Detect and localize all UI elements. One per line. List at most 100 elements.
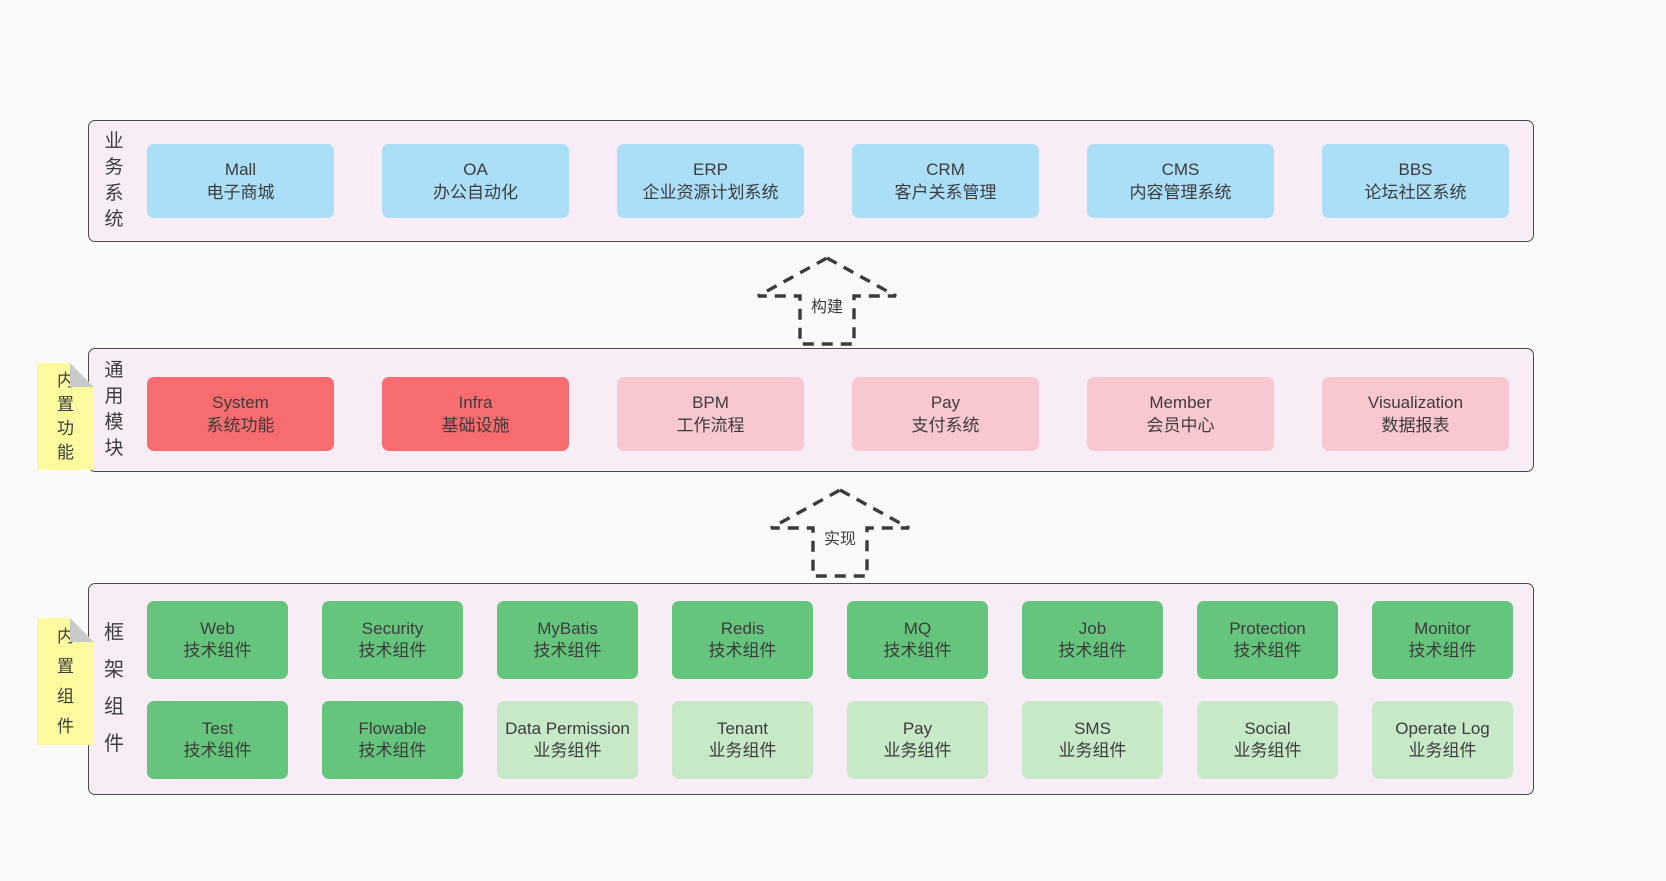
box-subtitle: 技术组件	[708, 641, 777, 660]
box-title: Visualization	[1367, 393, 1464, 412]
box-operate-log: Operate Log 业务组件	[1372, 701, 1513, 779]
builtin-functions-sticky: 内置功能	[37, 363, 94, 470]
box-title: Job	[1078, 619, 1107, 638]
box-pay-module: Pay 支付系统	[852, 377, 1039, 451]
box-subtitle: 会员中心	[1146, 416, 1215, 435]
box-subtitle: 客户关系管理	[894, 183, 997, 202]
box-sms: SMS 业务组件	[1022, 701, 1163, 779]
box-title: BBS	[1398, 160, 1433, 179]
common-modules-container: 通用模块 System 系统功能 Infra 基础设施 BPM 工作流程 Pay…	[88, 348, 1534, 472]
framework-components-container: 框架组件 Web 技术组件 Security 技术组件 MyBatis 技术组件…	[88, 583, 1534, 795]
box-mybatis: MyBatis 技术组件	[497, 601, 638, 679]
box-subtitle: 技术组件	[533, 641, 602, 660]
dashed-up-arrow-icon	[757, 256, 897, 346]
box-protection: Protection 技术组件	[1197, 601, 1338, 679]
box-title: Redis	[720, 619, 765, 638]
box-visualization: Visualization 数据报表	[1322, 377, 1509, 451]
box-mq: MQ 技术组件	[847, 601, 988, 679]
box-crm: CRM 客户关系管理	[852, 144, 1039, 218]
box-subtitle: 业务组件	[708, 741, 777, 760]
build-arrow-label: 构建	[805, 291, 849, 319]
framework-row-2: Test 技术组件 Flowable 技术组件 Data Permission …	[147, 701, 1513, 779]
box-subtitle: 技术组件	[1058, 641, 1127, 660]
box-subtitle: 技术组件	[883, 641, 952, 660]
build-arrow: 构建	[757, 255, 897, 347]
box-title: Mall	[224, 160, 257, 179]
box-title: Pay	[930, 393, 961, 412]
box-subtitle: 技术组件	[358, 741, 427, 760]
box-title: Operate Log	[1395, 719, 1490, 738]
implement-arrow-label: 实现	[818, 523, 862, 551]
box-title: BPM	[692, 393, 729, 412]
box-title: Member	[1149, 393, 1212, 412]
box-title: Tenant	[716, 719, 769, 738]
box-subtitle: 技术组件	[183, 741, 252, 760]
box-subtitle: 支付系统	[911, 416, 980, 435]
box-security: Security 技术组件	[322, 601, 463, 679]
box-title: CMS	[1161, 160, 1200, 179]
box-web: Web 技术组件	[147, 601, 288, 679]
box-subtitle: 基础设施	[441, 416, 510, 435]
box-title: MQ	[903, 619, 932, 638]
box-oa: OA 办公自动化	[382, 144, 569, 218]
box-subtitle: 业务组件	[533, 741, 602, 760]
box-erp: ERP 企业资源计划系统	[617, 144, 804, 218]
box-title: Test	[201, 719, 234, 738]
box-subtitle: 技术组件	[183, 641, 252, 660]
box-subtitle: 工作流程	[676, 416, 745, 435]
box-title: System	[212, 393, 269, 412]
box-cms: CMS 内容管理系统	[1087, 144, 1274, 218]
box-subtitle: 业务组件	[1058, 741, 1127, 760]
builtin-components-sticky: 内置组件	[37, 618, 94, 745]
box-subtitle: 办公自动化	[433, 183, 518, 202]
framework-row-1: Web 技术组件 Security 技术组件 MyBatis 技术组件 Redi…	[147, 601, 1513, 679]
box-title: OA	[463, 160, 488, 179]
box-redis: Redis 技术组件	[672, 601, 813, 679]
box-title: SMS	[1074, 719, 1111, 738]
box-subtitle: 企业资源计划系统	[642, 183, 779, 202]
box-title: Social	[1244, 719, 1291, 738]
box-member: Member 会员中心	[1087, 377, 1274, 451]
box-subtitle: 业务组件	[883, 741, 952, 760]
box-title: Protection	[1229, 619, 1306, 638]
box-subtitle: 论坛社区系统	[1364, 183, 1467, 202]
framework-components-label: 框架组件	[104, 622, 124, 755]
business-systems-row: Mall 电子商城 OA 办公自动化 ERP 企业资源计划系统 CRM 客户关系…	[147, 144, 1509, 218]
box-title: Security	[361, 619, 424, 638]
box-subtitle: 技术组件	[1408, 641, 1477, 660]
box-subtitle: 内容管理系统	[1129, 183, 1232, 202]
box-bbs: BBS 论坛社区系统	[1322, 144, 1509, 218]
box-test: Test 技术组件	[147, 701, 288, 779]
box-subtitle: 业务组件	[1233, 741, 1302, 760]
box-title: ERP	[693, 160, 728, 179]
box-pay-component: Pay 业务组件	[847, 701, 988, 779]
business-systems-container: 业务系统 Mall 电子商城 OA 办公自动化 ERP 企业资源计划系统 CRM…	[88, 120, 1534, 242]
box-infra: Infra 基础设施	[382, 377, 569, 451]
box-subtitle: 技术组件	[358, 641, 427, 660]
box-title: MyBatis	[537, 619, 598, 638]
box-bpm: BPM 工作流程	[617, 377, 804, 451]
box-title: Monitor	[1414, 619, 1471, 638]
box-subtitle: 业务组件	[1408, 741, 1477, 760]
box-title: Data Permission	[505, 719, 630, 738]
box-tenant: Tenant 业务组件	[672, 701, 813, 779]
box-subtitle: 系统功能	[206, 416, 275, 435]
box-monitor: Monitor 技术组件	[1372, 601, 1513, 679]
box-subtitle: 技术组件	[1233, 641, 1302, 660]
implement-arrow: 实现	[770, 487, 910, 579]
dashed-up-arrow-icon	[770, 488, 910, 578]
box-mall: Mall 电子商城	[147, 144, 334, 218]
box-title: Infra	[458, 393, 493, 412]
box-title: Web	[200, 619, 235, 638]
builtin-components-label: 内置组件	[57, 626, 74, 736]
box-social: Social 业务组件	[1197, 701, 1338, 779]
box-title: Pay	[902, 719, 933, 738]
builtin-functions-label: 内置功能	[57, 370, 74, 462]
box-title: Flowable	[358, 719, 427, 738]
box-flowable: Flowable 技术组件	[322, 701, 463, 779]
box-subtitle: 电子商城	[206, 183, 275, 202]
business-systems-label: 业务系统	[104, 131, 124, 230]
common-modules-label: 通用模块	[104, 360, 124, 459]
box-subtitle: 数据报表	[1381, 416, 1450, 435]
